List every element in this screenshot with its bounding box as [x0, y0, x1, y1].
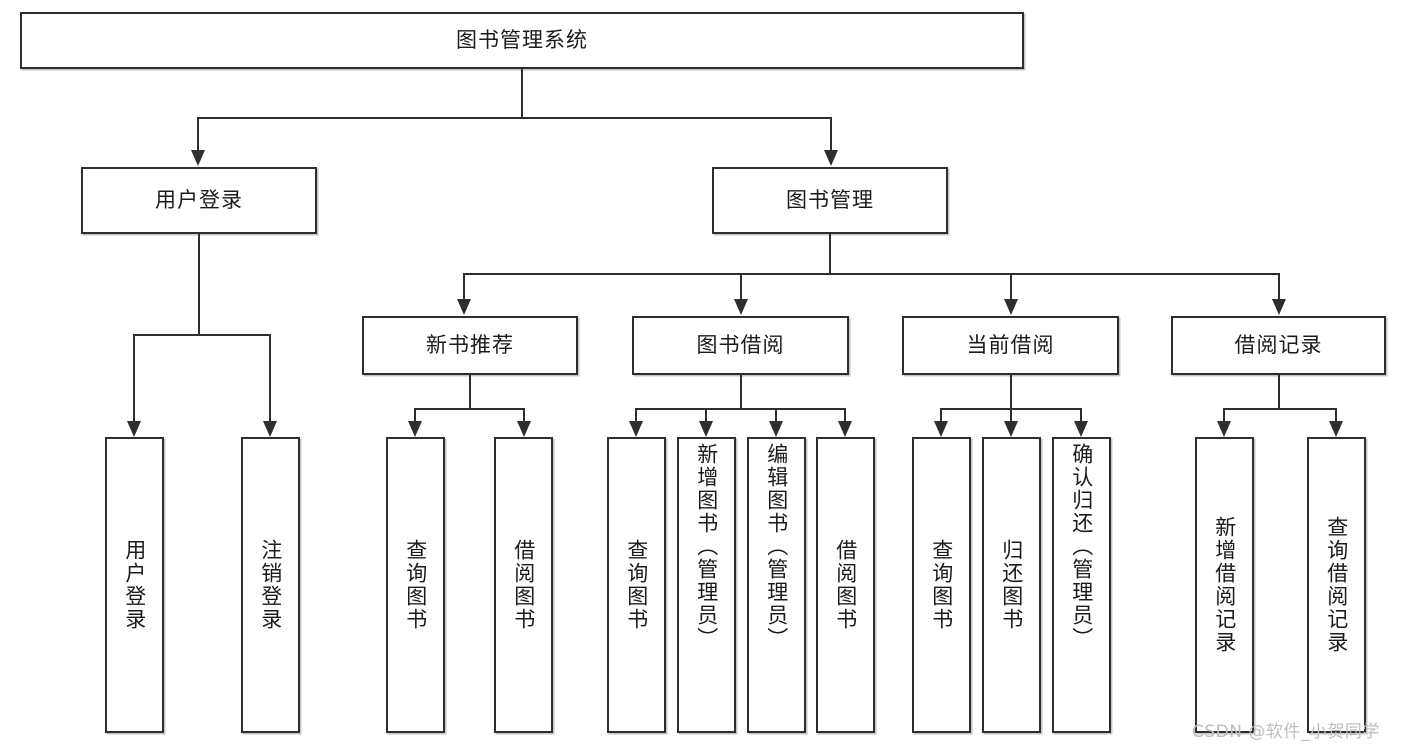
connector-root-stem [521, 69, 523, 118]
connector-user-login-child-1 [133, 334, 135, 421]
node-label: 当前借阅 [966, 332, 1055, 357]
node-borrow-record[interactable]: 借阅记录 [1171, 316, 1386, 375]
arrowhead-book-mgmt-to-new-book [457, 299, 471, 315]
leaf-query-book-current[interactable]: 查询图书 [912, 437, 971, 733]
connector-book-mgmt-to-new-book [463, 273, 465, 299]
connector-book-borrow-bus [635, 408, 846, 410]
leaf-label: 归还图书 [999, 539, 1024, 631]
arrowhead-new-book-child-2 [517, 421, 531, 437]
leaf-user-login[interactable]: 用户登录 [105, 437, 164, 733]
connector-book-borrow-stem [740, 375, 742, 409]
node-label: 图书管理系统 [456, 27, 588, 52]
leaf-query-book-borrow[interactable]: 查询图书 [607, 437, 666, 733]
leaf-label: 查询图书 [929, 539, 954, 631]
node-current-borrow[interactable]: 当前借阅 [902, 316, 1119, 375]
leaf-borrow-book[interactable]: 借阅图书 [816, 437, 875, 733]
leaf-label: 编辑图书（管理员） [764, 443, 789, 650]
connector-new-book-bus [414, 408, 524, 410]
node-book-borrow[interactable]: 图书借阅 [632, 316, 849, 375]
arrowhead-user-login-child-2 [263, 421, 277, 437]
leaf-label: 用户登录 [122, 539, 147, 631]
connector-borrow-record-child-1 [1223, 408, 1225, 421]
arrowhead-user-login-child-1 [127, 421, 141, 437]
node-label: 图书管理 [786, 187, 874, 212]
connector-book-borrow-child-2 [705, 408, 707, 421]
connector-root-to-book-mgmt [830, 117, 832, 150]
connector-new-book-child-1 [414, 408, 416, 421]
arrowhead-root-to-user-login [191, 150, 205, 166]
leaf-label: 借阅图书 [511, 539, 536, 631]
connector-current-borrow-child-3 [1080, 408, 1082, 421]
leaf-edit-book-admin[interactable]: 编辑图书（管理员） [747, 437, 806, 733]
leaf-return-book[interactable]: 归还图书 [982, 437, 1041, 733]
leaf-label: 查询图书 [403, 539, 428, 631]
node-book-management[interactable]: 图书管理 [712, 167, 948, 234]
node-new-book-recommend[interactable]: 新书推荐 [362, 316, 578, 375]
connector-borrow-record-bus [1223, 408, 1336, 410]
connector-book-mgmt-bus [463, 273, 1280, 275]
connector-book-borrow-child-3 [775, 408, 777, 421]
leaf-label: 查询借阅记录 [1324, 516, 1349, 654]
connector-book-mgmt-to-record [1278, 273, 1280, 299]
leaf-add-book-admin[interactable]: 新增图书（管理员） [677, 437, 736, 733]
arrowhead-book-mgmt-to-current [1004, 299, 1018, 315]
leaf-label: 借阅图书 [833, 539, 858, 631]
arrowhead-current-borrow-child-1 [934, 421, 948, 437]
node-root-system[interactable]: 图书管理系统 [20, 12, 1024, 69]
leaf-borrow-book-new[interactable]: 借阅图书 [494, 437, 553, 733]
arrowhead-book-borrow-child-4 [838, 421, 852, 437]
connector-user-login-child-2 [269, 334, 271, 421]
connector-borrow-record-stem [1278, 375, 1280, 409]
arrowhead-book-mgmt-to-record [1272, 299, 1286, 315]
arrowhead-book-borrow-child-2 [699, 421, 713, 437]
connector-current-borrow-child-1 [940, 408, 942, 421]
arrowhead-book-mgmt-to-borrow [734, 299, 748, 315]
arrowhead-current-borrow-child-2 [1004, 421, 1018, 437]
arrowhead-root-to-book-mgmt [824, 150, 838, 166]
leaf-label: 新增借阅记录 [1212, 516, 1237, 654]
leaf-logout-login[interactable]: 注销登录 [241, 437, 300, 733]
leaf-query-book-new[interactable]: 查询图书 [386, 437, 445, 733]
connector-root-to-user-login [197, 117, 199, 150]
leaf-confirm-return-admin[interactable]: 确认归还（管理员） [1052, 437, 1111, 733]
connector-new-book-child-2 [523, 408, 525, 421]
arrowhead-current-borrow-child-3 [1074, 421, 1088, 437]
connector-root-bus [197, 117, 832, 119]
leaf-label: 新增图书（管理员） [694, 443, 719, 650]
connector-book-mgmt-to-borrow [740, 273, 742, 299]
connector-user-login-stem [198, 234, 200, 335]
connector-book-mgmt-stem [829, 234, 831, 274]
connector-new-book-stem [469, 375, 471, 409]
arrowhead-new-book-child-1 [408, 421, 422, 437]
connector-user-login-bus [133, 334, 270, 336]
arrowhead-borrow-record-child-1 [1217, 421, 1231, 437]
leaf-query-borrow-record[interactable]: 查询借阅记录 [1307, 437, 1366, 733]
connector-current-borrow-child-2 [1010, 408, 1012, 421]
leaf-label: 注销登录 [258, 539, 283, 631]
connector-borrow-record-child-2 [1335, 408, 1337, 421]
connector-book-borrow-child-1 [635, 408, 637, 421]
node-user-login[interactable]: 用户登录 [81, 167, 317, 234]
arrowhead-book-borrow-child-1 [629, 421, 643, 437]
node-label: 新书推荐 [426, 332, 514, 357]
arrowhead-borrow-record-child-2 [1329, 421, 1343, 437]
connector-current-borrow-stem [1010, 375, 1012, 409]
node-label: 用户登录 [155, 187, 243, 212]
node-label: 图书借阅 [696, 332, 785, 357]
node-label: 借阅记录 [1234, 332, 1323, 357]
leaf-label: 确认归还（管理员） [1069, 443, 1094, 650]
connector-book-borrow-child-4 [844, 408, 846, 421]
leaf-add-borrow-record[interactable]: 新增借阅记录 [1195, 437, 1254, 733]
connector-book-mgmt-to-current [1010, 273, 1012, 299]
arrowhead-book-borrow-child-3 [769, 421, 783, 437]
leaf-label: 查询图书 [624, 539, 649, 631]
